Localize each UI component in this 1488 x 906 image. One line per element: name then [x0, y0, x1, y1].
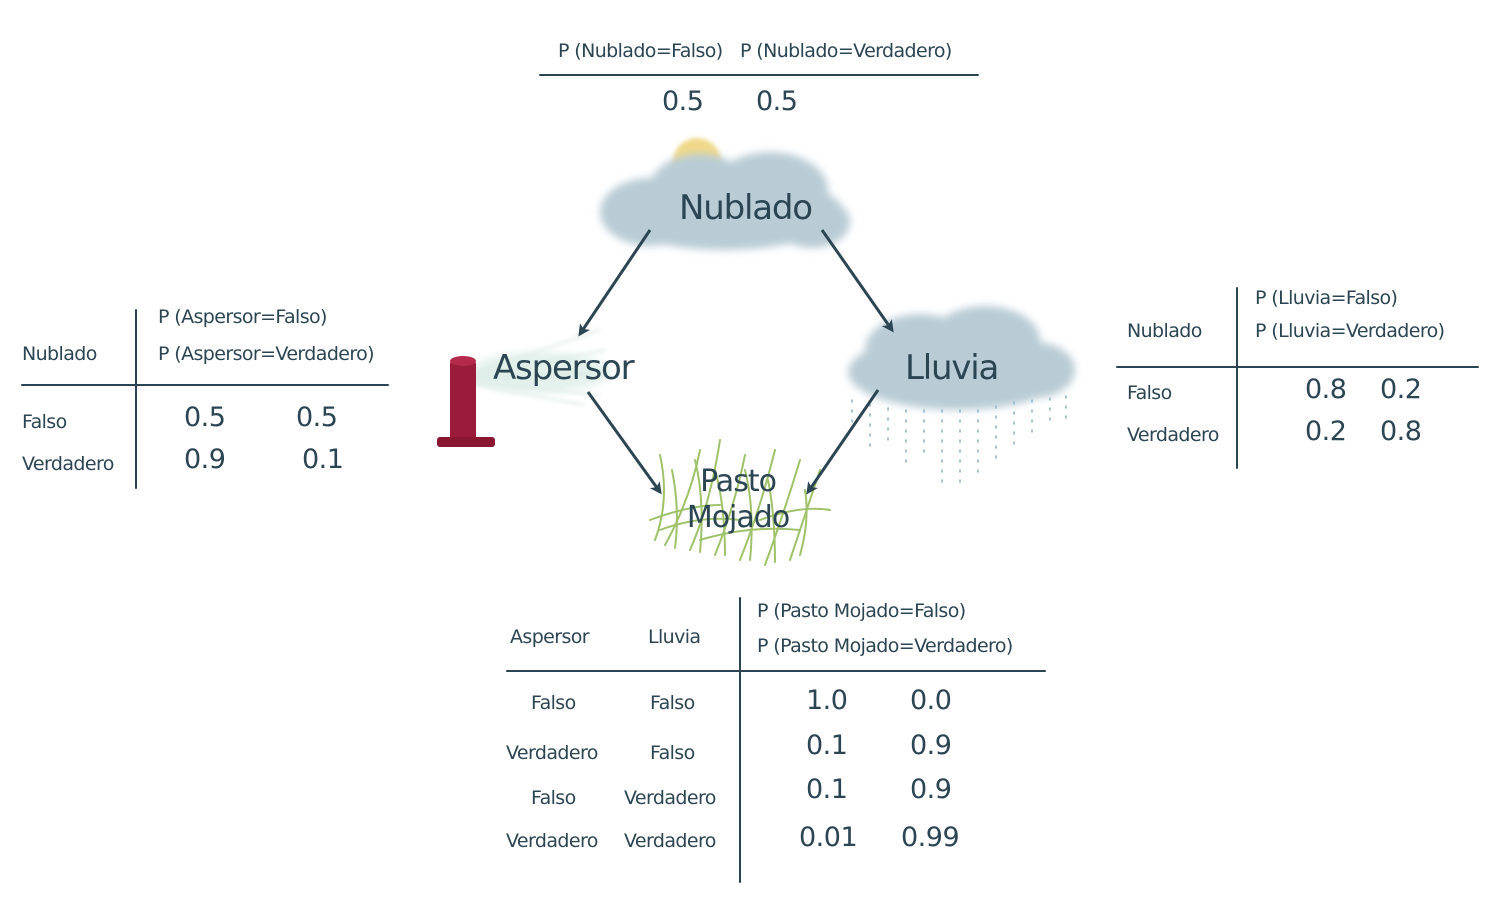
rain-parent-header: Nublado	[1127, 320, 1202, 342]
arrow-cloudy-to-sprinkler	[578, 229, 652, 337]
sprinkler-parent-header: Nublado	[22, 343, 97, 365]
cloudy-col-false-header: P (Nublado=Falso)	[558, 40, 723, 62]
node-label-sprinkler: Aspersor	[493, 348, 635, 388]
cloud-sun-icon	[600, 138, 850, 250]
cloudy-value-false: 0.5	[662, 86, 704, 117]
grass-row-1-rain: Falso	[650, 742, 695, 764]
rain-col-true-header: P (Lluvia=Verdadero)	[1255, 320, 1445, 342]
node-label-wet-grass-line2: Mojado	[686, 500, 790, 535]
arrow-cloudy-to-rain	[820, 229, 894, 333]
sprinkler-row-0-parent: Falso	[22, 411, 67, 433]
grass-row-0-sprinkler: Falso	[531, 692, 576, 714]
rain-row-1-parent: Verdadero	[1127, 424, 1219, 446]
grass-row-3-p-false: 0.01	[799, 822, 858, 853]
grass-row-2-rain: Verdadero	[624, 787, 716, 809]
grass-parent2-header: Lluvia	[648, 626, 701, 648]
grass-col-true-header: P (Pasto Mojado=Verdadero)	[757, 635, 1013, 657]
node-label-wet-grass-line1: Pasto	[700, 464, 777, 499]
arrow-sprinkler-to-grass	[586, 391, 662, 495]
sprinkler-row-0-p-true: 0.5	[296, 402, 338, 433]
grass-row-2-p-true: 0.9	[910, 774, 952, 805]
sprinkler-row-1-parent: Verdadero	[22, 453, 114, 475]
cloudy-value-true: 0.5	[756, 86, 798, 117]
rain-col-false-header: P (Lluvia=Falso)	[1255, 287, 1398, 309]
node-label-rain: Lluvia	[905, 348, 999, 388]
node-label-wet-grass: Pasto Mojado	[658, 464, 818, 536]
edge-arrows	[578, 229, 894, 495]
grass-row-1-sprinkler: Verdadero	[506, 742, 598, 764]
rain-row-1-p-false: 0.2	[1305, 416, 1347, 447]
grass-row-1-p-false: 0.1	[806, 730, 848, 761]
cloudy-col-true-header: P (Nublado=Verdadero)	[740, 40, 952, 62]
sprinkler-col-true-header: P (Aspersor=Verdadero)	[158, 343, 375, 365]
grass-row-3-p-true: 0.99	[901, 822, 960, 853]
sprinkler-col-false-header: P (Aspersor=Falso)	[158, 306, 327, 328]
grass-row-0-p-true: 0.0	[910, 685, 952, 716]
grass-row-3-sprinkler: Verdadero	[506, 830, 598, 852]
grass-row-3-rain: Verdadero	[624, 830, 716, 852]
node-label-cloudy: Nublado	[679, 188, 813, 228]
rain-row-1-p-true: 0.8	[1380, 416, 1422, 447]
sprinkler-row-1-p-true: 0.1	[302, 444, 344, 475]
grass-row-2-p-false: 0.1	[806, 774, 848, 805]
grass-col-false-header: P (Pasto Mojado=Falso)	[757, 600, 966, 622]
grass-parent1-header: Aspersor	[510, 626, 590, 648]
arrow-rain-to-grass	[806, 389, 880, 495]
grass-row-0-p-false: 1.0	[806, 685, 848, 716]
rain-cloud-icon	[848, 306, 1075, 491]
grass-row-1-p-true: 0.9	[910, 730, 952, 761]
sprinkler-icon	[437, 329, 611, 447]
rain-row-0-parent: Falso	[1127, 382, 1172, 404]
grass-row-0-rain: Falso	[650, 692, 695, 714]
sprinkler-row-0-p-false: 0.5	[184, 402, 226, 433]
table-rules	[21, 74, 1479, 883]
sprinkler-row-1-p-false: 0.9	[184, 444, 226, 475]
grass-row-2-sprinkler: Falso	[531, 787, 576, 809]
rain-row-0-p-true: 0.2	[1380, 374, 1422, 405]
rain-row-0-p-false: 0.8	[1305, 374, 1347, 405]
